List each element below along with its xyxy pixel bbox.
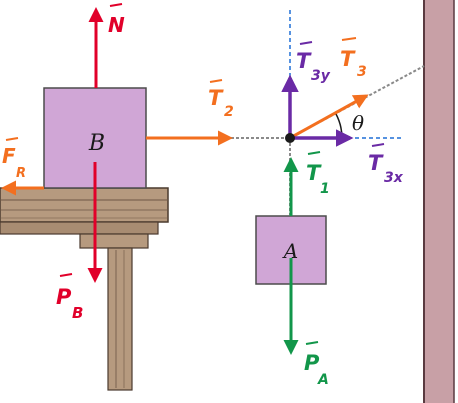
vector-t1-label: T 1 [306,151,330,197]
svg-text:3x: 3x [384,170,404,186]
svg-text:T: T [340,47,356,71]
vector-n-label: N [108,3,125,37]
wall [423,0,455,403]
block-b-label: B [88,131,105,156]
svg-text:T: T [306,161,322,185]
theta-label: θ [352,111,364,135]
svg-text:3: 3 [357,64,367,80]
block-a-label: A [282,239,298,263]
svg-text:B: B [72,304,83,322]
vector-fr-label: F R [2,137,26,181]
vector-t3y-label: T 3y [296,41,331,84]
svg-text:P: P [56,285,72,309]
vector-pa-label: P A [304,341,329,388]
vector-pb-label: P B [56,273,83,322]
svg-text:T: T [296,49,312,73]
svg-text:N: N [108,13,125,37]
knot [285,133,295,143]
svg-text:P: P [304,351,320,375]
svg-text:F: F [2,144,16,168]
table [0,187,169,391]
vector-t3-arrow [289,94,369,140]
svg-text:T: T [208,86,224,110]
svg-text:R: R [16,166,26,181]
theta-arc [335,113,343,139]
svg-text:T: T [368,151,384,175]
svg-text:3y: 3y [311,68,331,84]
svg-text:2: 2 [224,104,234,120]
vector-t3-label: T 3 [340,37,367,80]
vector-t2-label: T 2 [208,79,234,120]
vector-t3x-label: T 3x [368,143,404,186]
svg-text:A: A [317,372,329,388]
svg-text:1: 1 [320,181,330,197]
